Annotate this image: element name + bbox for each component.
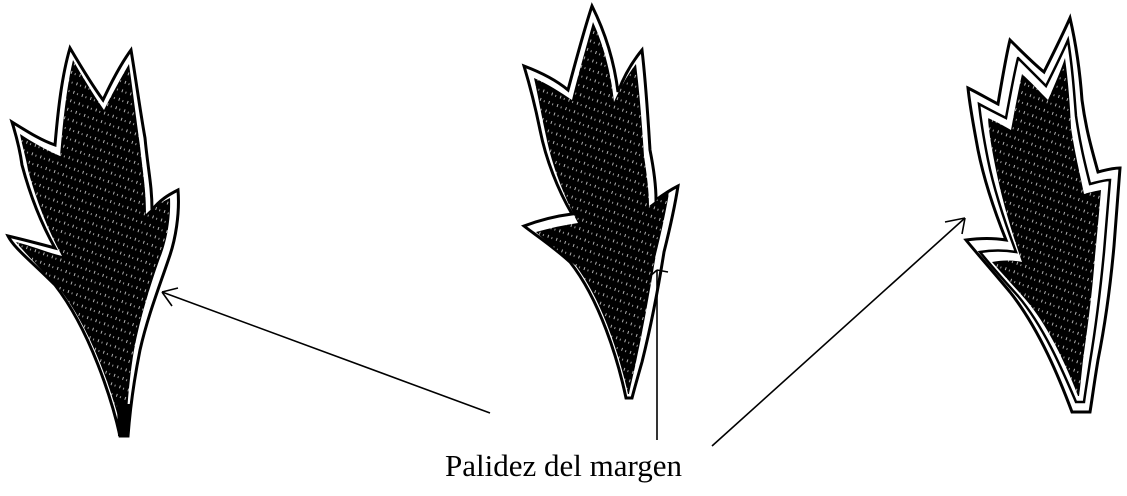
leaf-right-icon bbox=[966, 18, 1120, 412]
pointer-right bbox=[712, 218, 965, 446]
figure-caption: Palidez del margen bbox=[0, 446, 1127, 486]
leaf-center-icon bbox=[524, 6, 678, 398]
leaf-left-icon bbox=[8, 48, 178, 436]
pointer-left bbox=[162, 288, 490, 413]
leaf-left-stem bbox=[117, 404, 130, 436]
